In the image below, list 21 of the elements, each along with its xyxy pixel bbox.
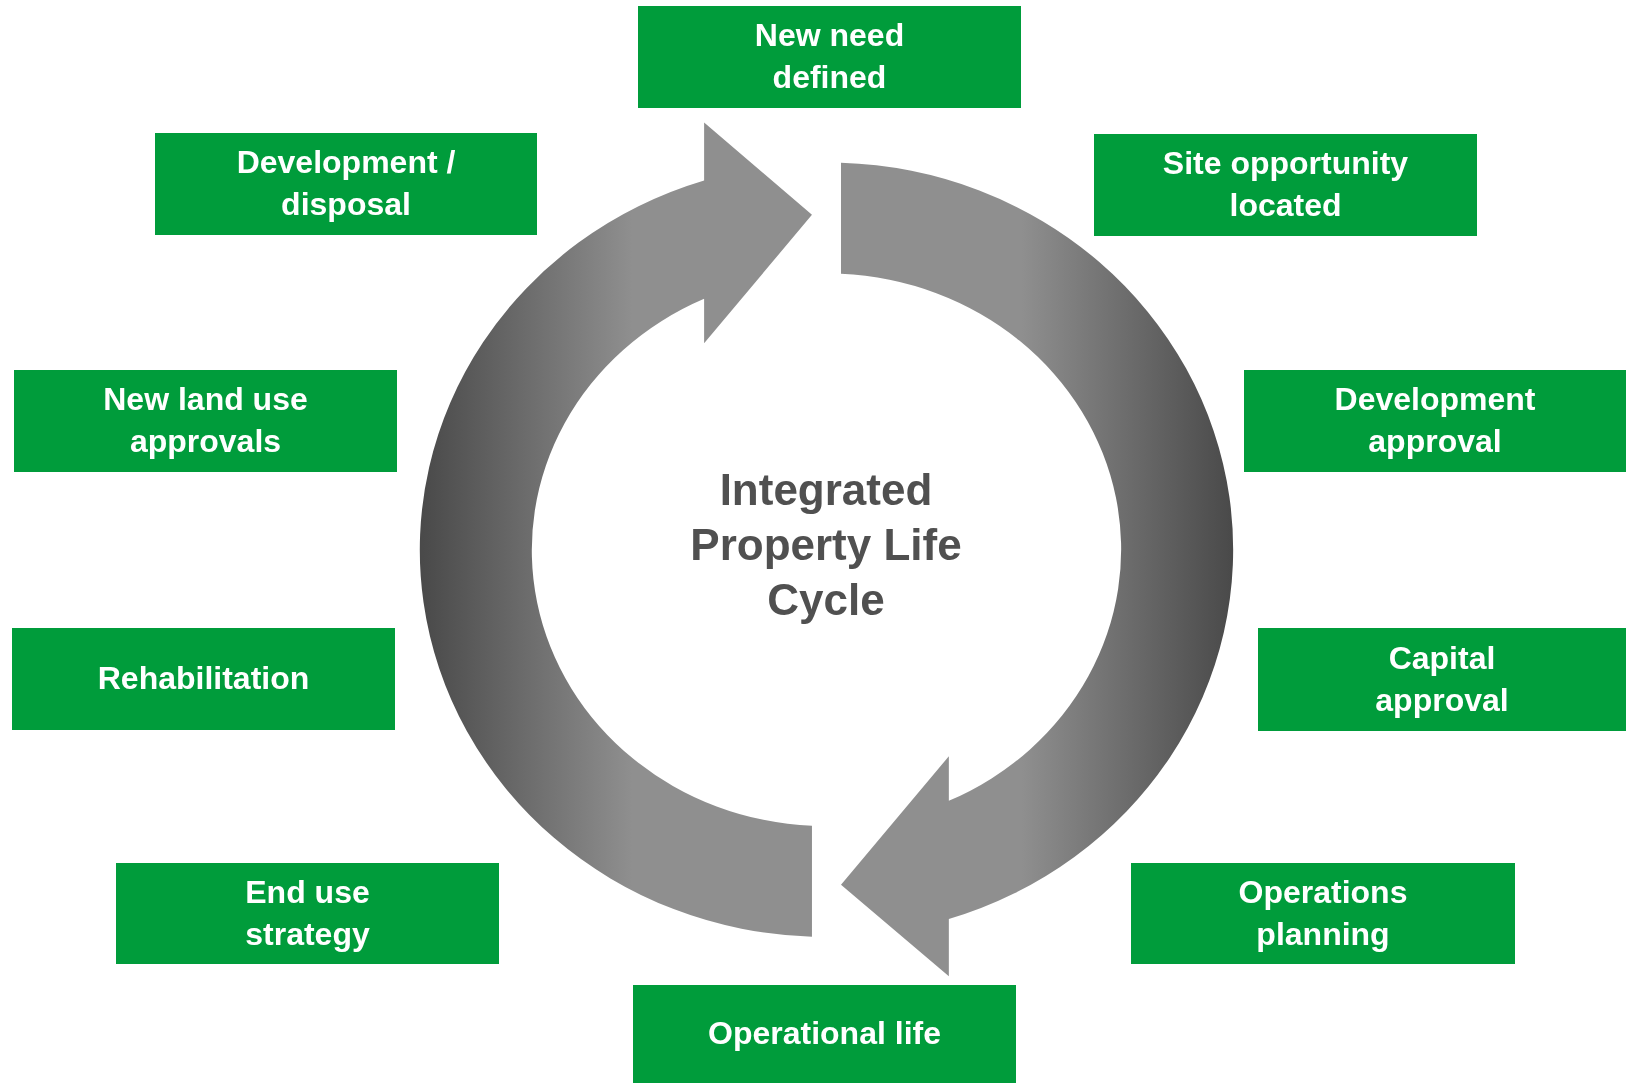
step-box xyxy=(1244,370,1626,472)
step-box xyxy=(1094,134,1477,236)
step-label: End use strategy xyxy=(244,872,371,954)
diagram-title: Integrated Property Life Cycle xyxy=(689,464,963,626)
step-box xyxy=(1131,863,1515,964)
step-box xyxy=(14,370,397,472)
step-box xyxy=(633,985,1016,1083)
step-label: Operational life xyxy=(708,1014,941,1054)
step-box xyxy=(116,863,499,964)
step-label: Capital approval xyxy=(1374,638,1510,720)
step-label: Operations planning xyxy=(1237,872,1409,954)
step-label: Site opportunity located xyxy=(1161,144,1410,225)
step-label: New land use approvals xyxy=(102,380,309,461)
step-box xyxy=(638,6,1021,108)
step-label: Development approval xyxy=(1333,380,1537,461)
step-box xyxy=(1258,628,1626,731)
step-box xyxy=(12,628,395,730)
step-label: Development / disposal xyxy=(235,143,457,224)
step-label: Rehabilitation xyxy=(97,659,310,699)
step-label: New need defined xyxy=(753,16,906,97)
step-box xyxy=(155,133,537,235)
